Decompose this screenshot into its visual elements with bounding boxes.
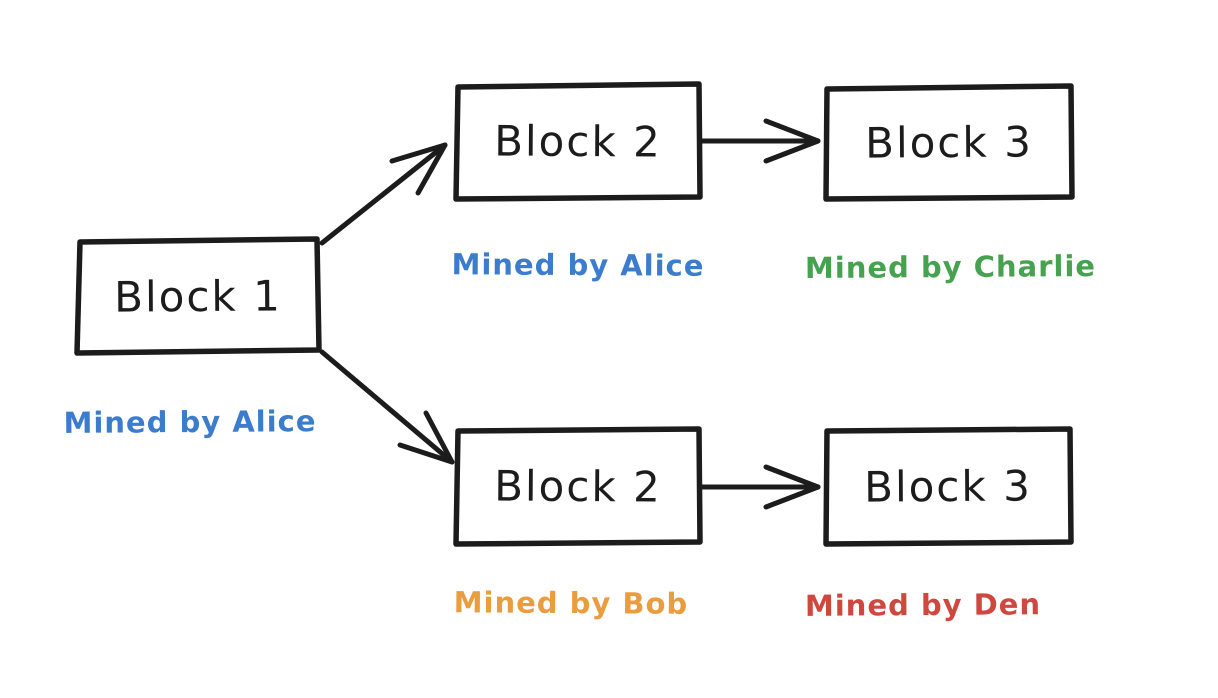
block-3-top-box [823,83,1075,202]
block-2-top-box [453,81,703,202]
block-1-box [74,236,322,356]
block-3-bottom-box [823,426,1074,547]
edge-block1-to-block2-top-arrow [319,142,448,246]
block-2-bottom-box [453,426,703,547]
edge-block2-top-to-block3-top-arrow [698,118,821,164]
edge-block2-bottom-to-block3-bottom-arrow [698,464,821,510]
edge-block1-to-block2-bottom-arrow [319,349,455,465]
